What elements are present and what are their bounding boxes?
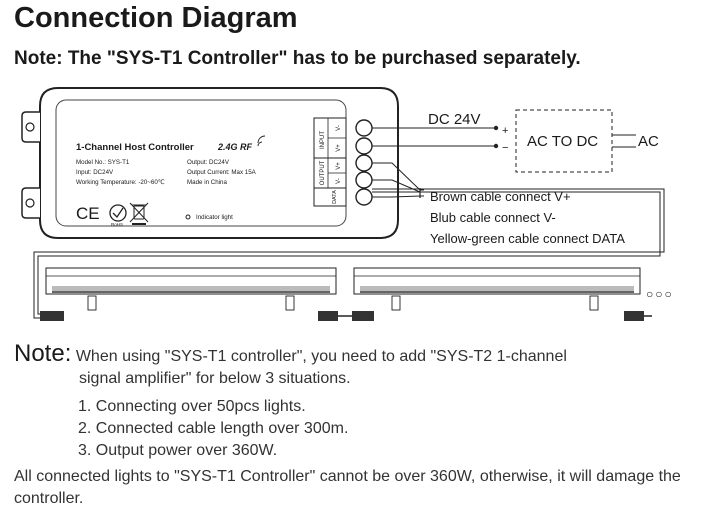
screw-hole — [25, 122, 35, 132]
rohs-label: RoHS — [111, 222, 123, 227]
list-item: 1. Connecting over 50pcs lights. — [78, 398, 306, 415]
note-text: When using "SYS-T1 controller", you need… — [75, 348, 567, 365]
plus-sign: + — [502, 125, 508, 137]
ce-mark: CE — [76, 204, 100, 223]
cable-connector — [352, 311, 374, 321]
terminal-block: INPUT V- V+ OUTPUT V+ V- DATA — [313, 117, 347, 207]
mounting-clip — [87, 295, 97, 311]
main-cable — [33, 188, 665, 319]
indicator-light-icon — [185, 214, 191, 220]
power-warning: All connected lights to "SYS-T1 Controll… — [14, 468, 681, 507]
cable-note-brown: Brown cable connect V+ — [430, 189, 571, 204]
output-pin-label: V- — [336, 178, 342, 184]
output-pin-label: V+ — [336, 162, 342, 170]
ac-label: AC — [638, 133, 659, 150]
output-cables — [372, 162, 424, 198]
terminal-screw — [355, 119, 373, 137]
wifi-icon — [257, 135, 266, 147]
input-pin-label: V+ — [336, 144, 342, 152]
purchase-note: Note: The "SYS-T1 Controller" has to be … — [14, 48, 581, 69]
indicator-label: Indicator light — [196, 214, 233, 221]
screw-hole — [25, 198, 35, 208]
light-bar — [352, 267, 652, 321]
note-heading: Note: — [14, 340, 72, 367]
rf-badge: 2.4G RF — [217, 142, 253, 152]
mounting-clip — [391, 295, 401, 311]
spec-output: Output: DC24V — [187, 159, 230, 166]
output-group-label: OUTPUT — [320, 160, 326, 185]
junction-dot — [493, 143, 499, 149]
light-bar — [40, 267, 352, 321]
spec-current: Output Current: Max 15A — [187, 169, 257, 176]
controller: 1-Channel Host Controller 2.4G RF Model … — [21, 87, 399, 239]
list-item: 2. Connected cable length over 300m. — [78, 420, 349, 437]
mounting-clip — [285, 295, 295, 311]
weee-bin-icon — [129, 202, 149, 225]
terminal-screw — [355, 188, 373, 206]
spec-origin: Made in China — [187, 179, 227, 186]
terminal-screws — [355, 119, 373, 206]
situation-list: 1. Connecting over 50pcs lights. 2. Conn… — [78, 396, 348, 462]
controller-name: 1-Channel Host Controller — [76, 142, 194, 153]
spec-model: Model No.: SYS-T1 — [76, 159, 130, 166]
terminal-screw — [355, 154, 373, 172]
page-title: Connection Diagram — [14, 2, 298, 34]
ac-to-dc-converter — [515, 109, 613, 173]
minus-sign: − — [502, 142, 508, 154]
data-terminal-group — [313, 187, 347, 207]
note-text-continued: signal amplifier" for below 3 situations… — [79, 370, 351, 387]
converter-label: AC TO DC — [527, 133, 598, 150]
continuation-dots: ○○○ — [646, 287, 674, 301]
spec-input: Input: DC24V — [76, 169, 114, 176]
spec-temperature: Working Temperature: -20~60℃ — [76, 179, 165, 186]
cable-note-data: Yellow-green cable connect DATA — [430, 231, 625, 246]
list-item: 3. Output power over 360W. — [78, 442, 278, 459]
note-first-line: Note: When using "SYS-T1 controller", yo… — [14, 340, 567, 368]
terminal-screw — [355, 137, 373, 155]
cable-note-blue: Blub cable connect V- — [430, 210, 556, 225]
data-group-label: DATA — [332, 190, 338, 204]
power-wiring — [372, 127, 636, 148]
cable-connector — [40, 311, 64, 321]
input-group-label: INPUT — [320, 131, 326, 149]
rohs-icon: RoHS — [109, 204, 127, 227]
input-pin-label: V- — [336, 125, 342, 131]
connection-diagram: 1-Channel Host Controller 2.4G RF Model … — [21, 87, 674, 321]
junction-dot — [493, 125, 499, 131]
cable-connector — [624, 311, 644, 321]
mounting-clip — [589, 295, 599, 311]
cable-connector — [318, 311, 338, 321]
dc-voltage-label: DC 24V — [428, 111, 481, 128]
terminal-screw — [355, 171, 373, 189]
controller-outline — [39, 87, 399, 239]
